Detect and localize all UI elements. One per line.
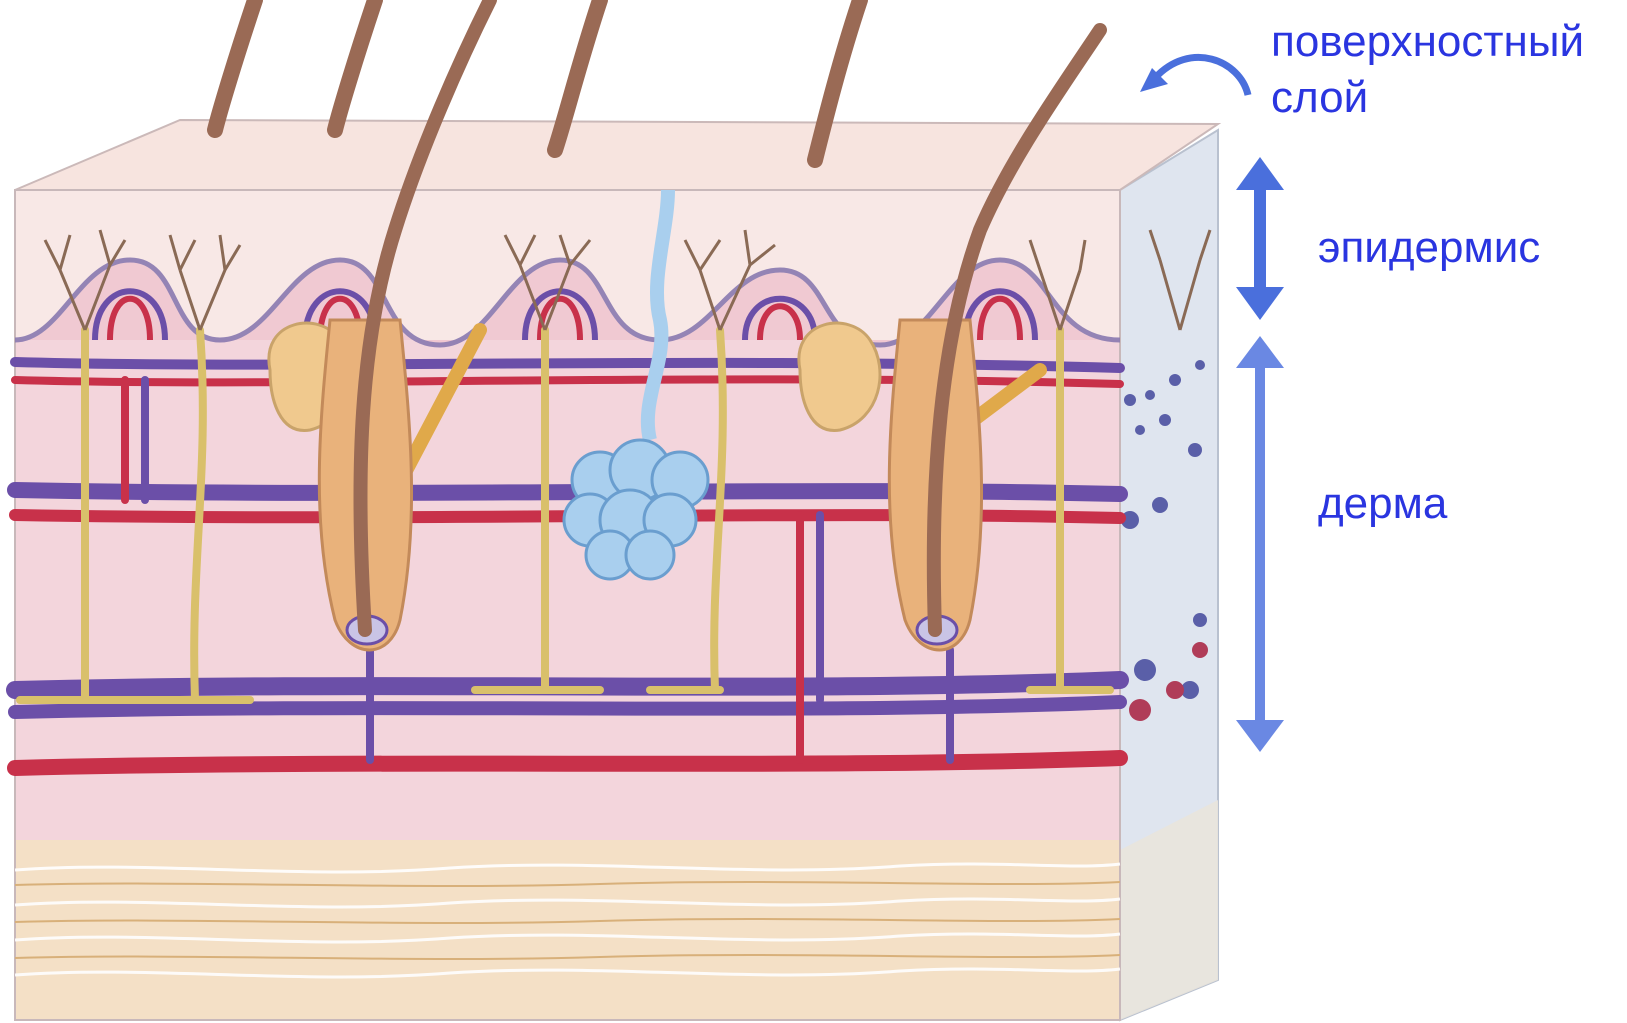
epidermis-label: эпидермис	[1318, 222, 1540, 274]
surface-layer-label-line2: слой	[1271, 72, 1368, 124]
curved-arrow-icon	[1155, 57, 1248, 95]
double-arrow-icon	[1236, 157, 1284, 320]
dermis-label: дерма	[1318, 478, 1447, 530]
double-arrow-icon	[1236, 336, 1284, 752]
surface-layer-label: поверхностный	[1271, 16, 1584, 68]
